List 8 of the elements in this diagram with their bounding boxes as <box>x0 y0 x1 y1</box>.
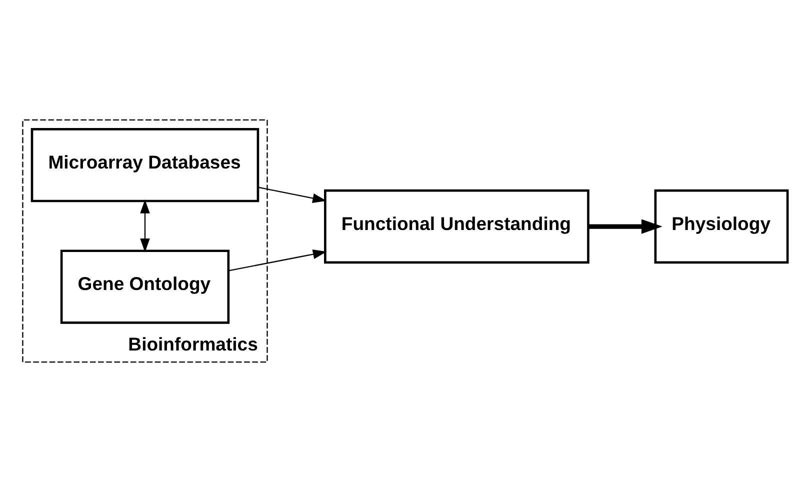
arrow <box>258 186 327 203</box>
node-box: Functional Understanding <box>324 189 590 264</box>
arrow <box>588 219 662 234</box>
node-box: Microarray Databases <box>30 128 260 202</box>
node-box: Gene Ontology <box>60 250 230 324</box>
arrow <box>140 199 150 252</box>
arrow <box>228 249 327 272</box>
node-box: Physiology <box>654 189 789 264</box>
